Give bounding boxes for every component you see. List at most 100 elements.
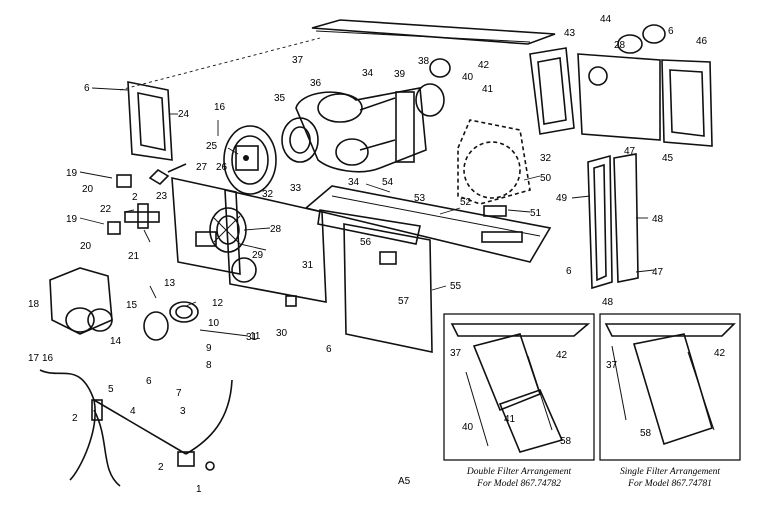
label-31: 31 [246, 332, 258, 343]
label-7: 7 [176, 388, 182, 399]
label-34: 34 [348, 177, 360, 188]
label-6: 6 [566, 266, 572, 277]
label-22: 22 [100, 204, 112, 215]
label-2: 2 [158, 462, 164, 473]
label-8: 8 [206, 360, 212, 371]
access-door [343, 223, 433, 353]
double-filter-caption-line2: For Model 867.74782 [476, 479, 561, 489]
single-filter-caption-line1: Single Filter Arrangement [620, 467, 720, 477]
label-40: 40 [462, 422, 474, 433]
label-28: 28 [270, 224, 282, 235]
front-frame [127, 81, 173, 161]
label-26: 26 [216, 162, 228, 173]
label-32: 32 [540, 153, 552, 164]
single-filter-caption-line2: For Model 867.74781 [627, 479, 712, 489]
label-45: 45 [662, 153, 674, 164]
label-58: 58 [560, 436, 572, 447]
label-23: 23 [156, 191, 168, 202]
label-24: 24 [178, 109, 190, 120]
label-13: 13 [164, 278, 176, 289]
label-55: 55 [450, 281, 462, 292]
label-30: 30 [276, 328, 288, 339]
label-4: 4 [130, 406, 136, 417]
label-15: 15 [126, 300, 138, 311]
label-19: 19 [66, 168, 78, 179]
label-48: 48 [652, 214, 664, 225]
label-37: 37 [292, 55, 304, 66]
label-50: 50 [540, 173, 552, 184]
part-labels: 6 24 16 25 26 27 19 20 2 23 22 19 20 21 … [28, 14, 726, 495]
blower-housing [457, 119, 531, 217]
label-6: 6 [668, 26, 674, 37]
label-16: 16 [42, 353, 54, 364]
label-6: 6 [326, 344, 332, 355]
label-20: 20 [82, 184, 94, 195]
label-52: 52 [460, 197, 472, 208]
label-57: 57 [398, 296, 410, 307]
label-47: 47 [624, 146, 636, 157]
label-32: 32 [262, 189, 274, 200]
label-35: 35 [274, 93, 286, 104]
label-49: 49 [556, 193, 568, 204]
label-29: 29 [252, 250, 264, 261]
label-37: 37 [450, 348, 462, 359]
label-58: 58 [640, 428, 652, 439]
label-6: 6 [84, 83, 90, 94]
label-48: 48 [602, 297, 614, 308]
label-41: 41 [482, 84, 494, 95]
label-37: 37 [606, 360, 618, 371]
label-1: 1 [196, 484, 202, 495]
label-42: 42 [478, 60, 490, 71]
base-pan [304, 185, 552, 263]
label-17: 17 [28, 353, 40, 364]
top-panel [311, 19, 556, 45]
label-9: 9 [206, 343, 212, 354]
label-3: 3 [180, 406, 186, 417]
double-filter-caption-line1: Double Filter Arrangement [466, 467, 572, 477]
label-46: 46 [696, 36, 708, 47]
label-5: 5 [108, 384, 114, 395]
label-38: 38 [418, 56, 430, 67]
single-filter-drawing [604, 323, 736, 446]
label-39: 39 [394, 69, 406, 80]
label-28: 28 [614, 40, 626, 51]
label-31: 31 [302, 260, 314, 271]
wiring-harness [39, 369, 233, 487]
single-filter-inset [599, 313, 741, 461]
filter-frames-top [529, 24, 713, 147]
label-41: 41 [504, 414, 516, 425]
double-filter-inset [443, 313, 595, 461]
label-21: 21 [128, 251, 140, 262]
label-27: 27 [196, 162, 208, 173]
label-6: 6 [146, 376, 152, 387]
label-36: 36 [310, 78, 322, 89]
blower-assembly [281, 58, 451, 173]
label-42: 42 [556, 350, 568, 361]
page-code: A5 [398, 476, 411, 487]
label-25: 25 [206, 141, 218, 152]
filter-rack [587, 153, 639, 290]
label-33: 33 [290, 183, 302, 194]
label-51: 51 [530, 208, 542, 219]
label-47: 47 [652, 267, 664, 278]
label-42: 42 [714, 348, 726, 359]
leader-lines [79, 87, 655, 337]
label-34: 34 [362, 68, 374, 79]
control-panel [171, 176, 327, 307]
label-16: 16 [214, 102, 226, 113]
label-20: 20 [80, 241, 92, 252]
label-14: 14 [110, 336, 122, 347]
label-56: 56 [360, 237, 372, 248]
label-44: 44 [600, 14, 612, 25]
fasteners-left [107, 163, 187, 235]
label-54: 54 [382, 177, 394, 188]
label-11: 11 [250, 331, 261, 342]
label-40: 40 [462, 72, 474, 83]
label-2: 2 [132, 192, 138, 203]
label-19: 19 [66, 214, 78, 225]
label-53: 53 [414, 193, 426, 204]
double-filter-drawing [450, 323, 591, 453]
label-2: 2 [72, 413, 78, 424]
label-10: 10 [208, 318, 220, 329]
